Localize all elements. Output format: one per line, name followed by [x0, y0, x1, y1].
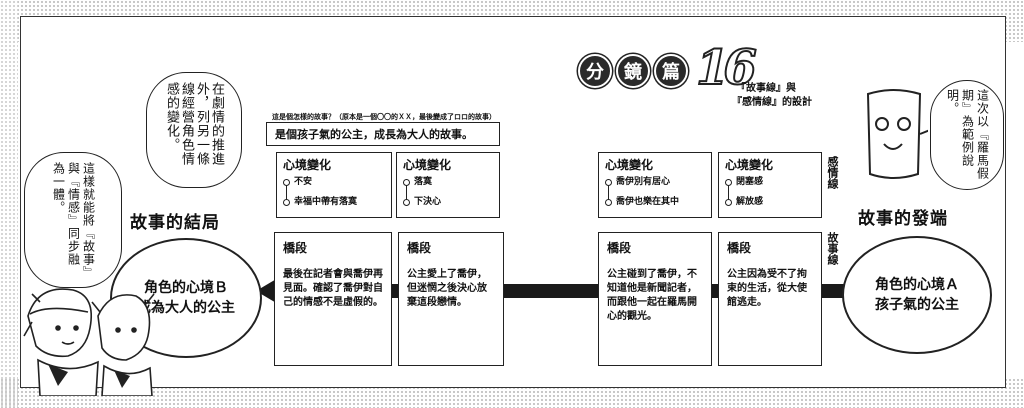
character-illustration	[23, 288, 155, 396]
story-title: 橋段	[727, 241, 752, 255]
chapter-title: 分 鏡 篇 16	[578, 39, 828, 106]
question-prompt: 這是個怎樣的故事？（原本是一個〇〇的ＸＸ，最後變成了ロロ的故事）	[272, 113, 496, 121]
story-body: 公主愛上了喬伊，但迷惘之後決心放棄這段戀情。	[407, 269, 487, 308]
subtitle-line-2: 『感情線』的設計	[732, 97, 812, 108]
bubble-text: 這次以『羅馬假期』為範例說明。	[945, 89, 990, 180]
subtitle: 『故事線』與 『感情線』的設計	[732, 82, 812, 110]
title-char-1: 分	[578, 54, 612, 88]
subtitle-line-1: 『故事線』與	[736, 83, 796, 94]
feeling-box-1: 心境變化 不安 幸福中帶有落寞	[276, 152, 392, 218]
feeling-title: 心境變化	[605, 158, 654, 172]
beginning-state-label: 角色的心境Ａ	[875, 277, 959, 293]
title-char-2: 鏡	[616, 54, 650, 88]
feeling-bottom: 下決心	[403, 197, 493, 217]
arrow-left-icon	[256, 278, 278, 304]
ending-label: 故事的結局	[130, 213, 220, 233]
feeling-connector	[406, 179, 407, 204]
story-box-4: 橋段 公主因為受不了拘束的生活，從大使館逃走。	[718, 232, 822, 366]
title-number: 16	[695, 39, 758, 97]
ending-state-label: 角色的心境Ｂ	[144, 280, 228, 296]
title-char-3: 篇	[654, 54, 688, 88]
feeling-connector	[728, 179, 729, 204]
feeling-connector	[286, 179, 287, 204]
story-title: 橋段	[407, 241, 432, 255]
speech-bubble-left-bottom: 這樣就能將『故事』與『情感』同步融為一體。	[24, 152, 122, 288]
mascot-face-icon	[866, 89, 928, 179]
ending-state-desc: 成為大人的公主	[137, 300, 235, 316]
question-answer-box: 是個孩子氣的公主，成長為大人的故事。	[266, 122, 500, 146]
story-body: 公主碰到了喬伊，不知道他是新聞記者，而跟他一起在羅馬開心的觀光。	[607, 269, 697, 322]
feeling-top: 不安	[283, 177, 385, 197]
story-box-2: 橋段 公主愛上了喬伊，但迷惘之後決心放棄這段戀情。	[398, 232, 504, 366]
speech-bubble-right: 這次以『羅馬假期』為範例說明。	[930, 80, 1004, 190]
feeling-bottom: 幸福中帶有落寞	[283, 197, 385, 217]
story-title: 橋段	[607, 241, 632, 255]
feeling-title: 心境變化	[725, 158, 774, 172]
story-body: 公主因為受不了拘束的生活，從大使館逃走。	[727, 269, 807, 308]
feeling-title: 心境變化	[283, 158, 332, 172]
feeling-top: 喬伊別有居心	[605, 177, 705, 197]
story-title: 橋段	[283, 241, 308, 255]
feeling-box-3: 心境變化 喬伊別有居心 喬伊也樂在其中	[598, 152, 712, 218]
feeling-connector	[608, 179, 609, 204]
story-box-3: 橋段 公主碰到了喬伊，不知道他是新聞記者，而跟他一起在羅馬開心的觀光。	[598, 232, 712, 366]
story-line-label: 故事線	[826, 232, 839, 265]
feeling-box-2: 心境變化 落寞 下決心	[396, 152, 500, 218]
bubble-text: 在劇情的推進外，列另一條線經營角色情感的變化。	[164, 82, 224, 166]
feeling-box-4: 心境變化 閉塞感 解放感	[718, 152, 822, 218]
story-body: 最後在記者會與喬伊再見面。確認了喬伊對自己的情感不是虛假的。	[283, 269, 383, 308]
feeling-top: 落寞	[403, 177, 493, 197]
screentone-left	[0, 0, 18, 408]
beginning-label: 故事的發端	[858, 209, 948, 229]
feeling-title: 心境變化	[403, 158, 452, 172]
speech-bubble-left-top: 在劇情的推進外，列另一條線經營角色情感的變化。	[146, 72, 242, 188]
beginning-circle: 角色的心境Ａ 孩子氣的公主	[842, 236, 992, 354]
story-box-1: 橋段 最後在記者會與喬伊再見面。確認了喬伊對自己的情感不是虛假的。	[274, 232, 392, 366]
beginning-state-desc: 孩子氣的公主	[875, 297, 959, 313]
bubble-text: 這樣就能將『故事』與『情感』同步融為一體。	[51, 162, 96, 273]
feeling-bottom: 喬伊也樂在其中	[605, 197, 705, 217]
feeling-top: 閉塞感	[725, 177, 815, 197]
feeling-bottom: 解放感	[725, 197, 815, 217]
feeling-line-label: 感情線	[826, 156, 839, 189]
